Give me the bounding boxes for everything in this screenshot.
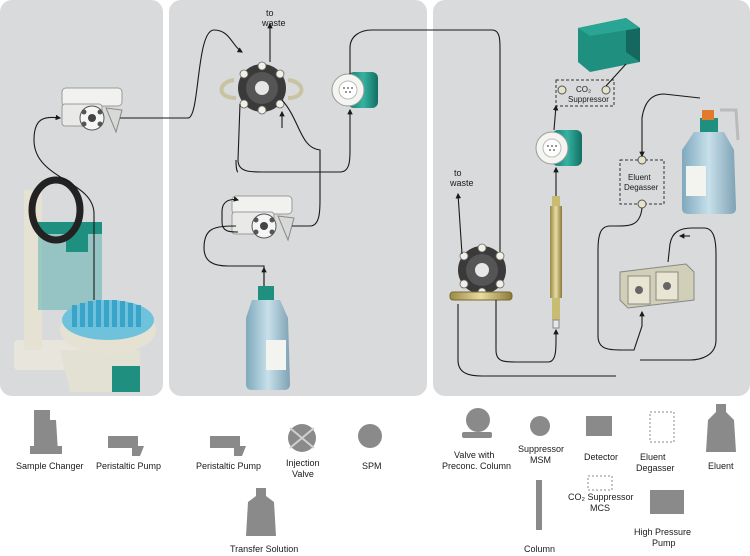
legend-co2-label-1: CO₂ Suppressor (568, 492, 634, 502)
waste-label-2a: to (454, 168, 462, 178)
tube-pump-loop (640, 227, 717, 361)
degasser-label-2: Degasser (624, 183, 659, 192)
legend-sample-changer-label: Sample Changer (16, 461, 84, 471)
peristaltic-pump-2 (231, 195, 295, 242)
legend-transfer-solution-label: Transfer Solution (230, 544, 298, 554)
legend-peristaltic-pump-2-label: Peristaltic Pump (196, 461, 261, 471)
legend-eluent: Eluent (706, 404, 736, 471)
transfer-solution-bottle (246, 286, 290, 390)
legend-co2-label-2: MCS (590, 503, 610, 513)
sample-changer (14, 176, 156, 392)
legend-sample-changer: Sample Changer (16, 410, 84, 471)
legend-spm: SPM (358, 424, 382, 471)
legend-msm-label-2: MSM (530, 455, 551, 465)
legend-peristaltic-pump-1: Peristaltic Pump (96, 436, 161, 471)
tube-msm-to-co2 (552, 104, 559, 131)
legend-valve-preconc: Valve with Preconc. Column (442, 408, 511, 471)
peristaltic-pump-1 (61, 87, 123, 134)
legend-detector-label: Detector (584, 452, 618, 462)
tube-pump2-in (221, 196, 240, 233)
tube-valve-to-spm (237, 103, 353, 173)
high-pressure-pump (619, 263, 695, 309)
legend-valve-preconc-label-2: Preconc. Column (442, 461, 511, 471)
tube-pump-to-injection (120, 29, 243, 119)
tube-spm-to-ic (349, 29, 501, 266)
tube-to-waste-2 (455, 192, 463, 255)
tube-eluent-to-degasser (639, 93, 701, 158)
legend-hpp-label-1: High Pressure (634, 527, 691, 537)
legend-peristaltic-pump-2: Peristaltic Pump (196, 436, 261, 471)
waste-label-1b: waste (261, 18, 286, 28)
tube-valve-to-column (495, 300, 559, 363)
legend-high-pressure-pump: High Pressure Pump (634, 490, 691, 548)
legend-co2-suppressor: CO₂ Suppressor MCS (568, 475, 634, 513)
tube-degasser-to-pump (597, 207, 645, 351)
legend-msm-label-1: Suppressor (518, 444, 564, 454)
co2-label-1: CO₂ (576, 85, 591, 94)
legend-suppressor-msm: Suppressor MSM (518, 416, 564, 465)
spm-unit (331, 72, 378, 108)
legend-degasser-label-2: Degasser (636, 463, 675, 473)
waste-label-1a: to (266, 8, 274, 18)
legend-eluent-degasser: Eluent Degasser (636, 411, 675, 473)
tube-pump2-to-bottle (203, 225, 265, 286)
legend-injection-label-1: Injection (286, 458, 320, 468)
waste-label-2b: waste (449, 178, 474, 188)
eluent-bottle (682, 108, 740, 214)
legend-injection-valve: Injection Valve (286, 424, 320, 479)
tube-co2-to-detector (605, 63, 627, 87)
legend-detector: Detector (584, 416, 618, 462)
co2-suppressor: CO₂ Suppressor (555, 79, 615, 107)
legend-transfer-solution: Transfer Solution (230, 488, 298, 554)
injection-valve (219, 61, 304, 115)
tube-pump2-out (292, 199, 321, 227)
legend-degasser-label-1: Eluent (640, 452, 666, 462)
detector-box (578, 18, 640, 72)
degasser-label-1: Eluent (628, 173, 651, 182)
tube-minor (235, 159, 239, 173)
legend-column-label: Column (524, 544, 555, 554)
legend-hpp-label-2: Pump (652, 538, 676, 548)
legend-injection-label-2: Valve (292, 469, 314, 479)
tube-valve-bottom (457, 304, 616, 377)
separation-column (550, 196, 562, 329)
legend-eluent-label: Eluent (708, 461, 734, 471)
co2-label-2: Suppressor (568, 95, 609, 104)
legend-valve-preconc-label-1: Valve with (454, 450, 494, 460)
legend-spm-label: SPM (362, 461, 382, 471)
panel-preparation (169, 0, 427, 396)
suppressor-msm (535, 130, 582, 166)
tube-sampler-to-pump (33, 114, 95, 215)
valve-preconc (449, 243, 513, 301)
legend-peristaltic-pump-1-label: Peristaltic Pump (96, 461, 161, 471)
tube-valve-loop (281, 99, 321, 200)
legend-column: Column (524, 480, 555, 554)
